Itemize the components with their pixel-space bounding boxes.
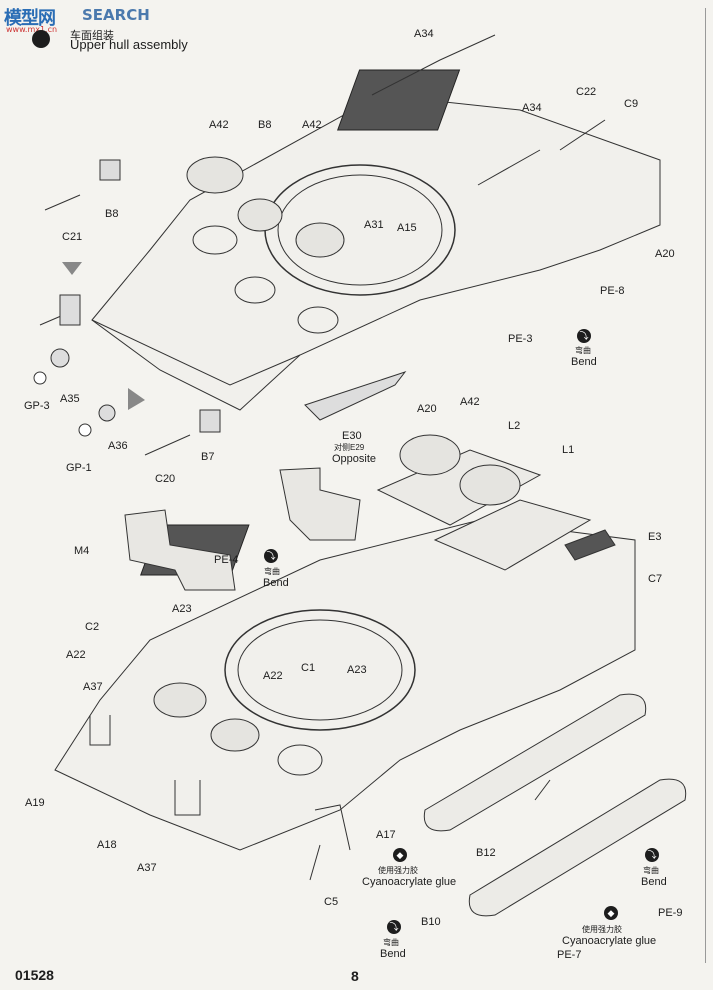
bend-icon: ⤵ — [264, 549, 278, 563]
label-b10: B10 — [421, 916, 441, 928]
page-frame — [8, 8, 706, 963]
label-m4: M4 — [74, 545, 90, 557]
label-a15: A15 — [397, 222, 417, 234]
label-a20: A20 — [417, 403, 437, 415]
label-c5: C5 — [324, 896, 339, 908]
label-pe-7: PE-7 — [557, 949, 582, 961]
glue-note-cn: 使用强力胶 — [582, 925, 622, 934]
label-pe-9: PE-9 — [658, 907, 683, 919]
label-c21: C21 — [62, 231, 83, 243]
label-pe-3: PE-3 — [508, 333, 533, 345]
watermark-cn: 模型网 — [4, 8, 56, 29]
label-e3: E3 — [648, 531, 662, 543]
label-c7: C7 — [648, 573, 663, 585]
label-a19: A19 — [25, 797, 45, 809]
label-a20: A20 — [655, 248, 675, 260]
label-opposite: Opposite — [332, 453, 377, 465]
bend-icon: ⤵ — [645, 848, 659, 862]
watermark-url: www.mx1.cn — [6, 25, 58, 34]
label-c20: C20 — [155, 473, 176, 485]
label-a18: A18 — [97, 839, 117, 851]
bend-note-en: Bend — [641, 876, 667, 888]
label-l1: L1 — [562, 444, 575, 456]
bend-note-cn: 弯曲 — [383, 938, 399, 947]
kit-code: 01528 — [15, 967, 54, 983]
label-l2: L2 — [508, 420, 521, 432]
label-a42: A42 — [460, 396, 480, 408]
label-c9: C9 — [624, 98, 639, 110]
watermark-en: SEARCH — [82, 6, 150, 24]
glue-note-en: Cyanoacrylate glue — [562, 935, 657, 947]
bend-note-cn: 弯曲 — [643, 866, 659, 875]
bend-note-en: Bend — [571, 356, 597, 368]
label-a35: A35 — [60, 393, 80, 405]
label-a37: A37 — [137, 862, 157, 874]
label-a23: A23 — [347, 664, 367, 676]
label-a34: A34 — [414, 28, 434, 40]
label-b12: B12 — [476, 847, 496, 859]
label-a23: A23 — [172, 603, 192, 615]
bend-icon: ⤵ — [387, 920, 401, 934]
label-pe-4: PE-4 — [214, 554, 239, 566]
label-a37: A37 — [83, 681, 103, 693]
label-b8: B8 — [258, 119, 272, 131]
label-a22: A22 — [66, 649, 86, 661]
glue-icon: ◆ — [604, 906, 618, 920]
bend-note-cn: 弯曲 — [264, 567, 280, 576]
glue-note-cn: 使用强力胶 — [378, 866, 418, 875]
label-b7: B7 — [201, 451, 215, 463]
bend-note-cn: 弯曲 — [575, 346, 591, 355]
step-title-en: Upper hull assembly — [70, 37, 188, 52]
label-a36: A36 — [108, 440, 128, 452]
label-c22: C22 — [576, 86, 597, 98]
label-c2: C2 — [85, 621, 100, 633]
label-a42: A42 — [209, 119, 229, 131]
label-b8: B8 — [105, 208, 119, 220]
bend-note-en: Bend — [263, 577, 289, 589]
label-gp-1: GP-1 — [66, 462, 92, 474]
label-a42: A42 — [302, 119, 322, 131]
label-e30: E30 — [342, 430, 362, 442]
label-a34: A34 — [522, 102, 542, 114]
label-a17: A17 — [376, 829, 396, 841]
glue-note-en: Cyanoacrylate glue — [362, 876, 457, 888]
label-a31: A31 — [364, 219, 384, 231]
label-gp-3: GP-3 — [24, 400, 50, 412]
label-c1: C1 — [301, 662, 316, 674]
step-title-cn: 车面组装 — [70, 30, 114, 42]
bend-note-en: Bend — [380, 948, 406, 960]
page-number: 8 — [351, 968, 359, 984]
label-a22: A22 — [263, 670, 283, 682]
label-e29: 对侧E29 — [334, 443, 365, 452]
glue-icon: ◆ — [393, 848, 407, 862]
bend-icon: ⤵ — [577, 329, 591, 343]
step-number-icon — [32, 30, 50, 48]
label-pe-8: PE-8 — [600, 285, 625, 297]
